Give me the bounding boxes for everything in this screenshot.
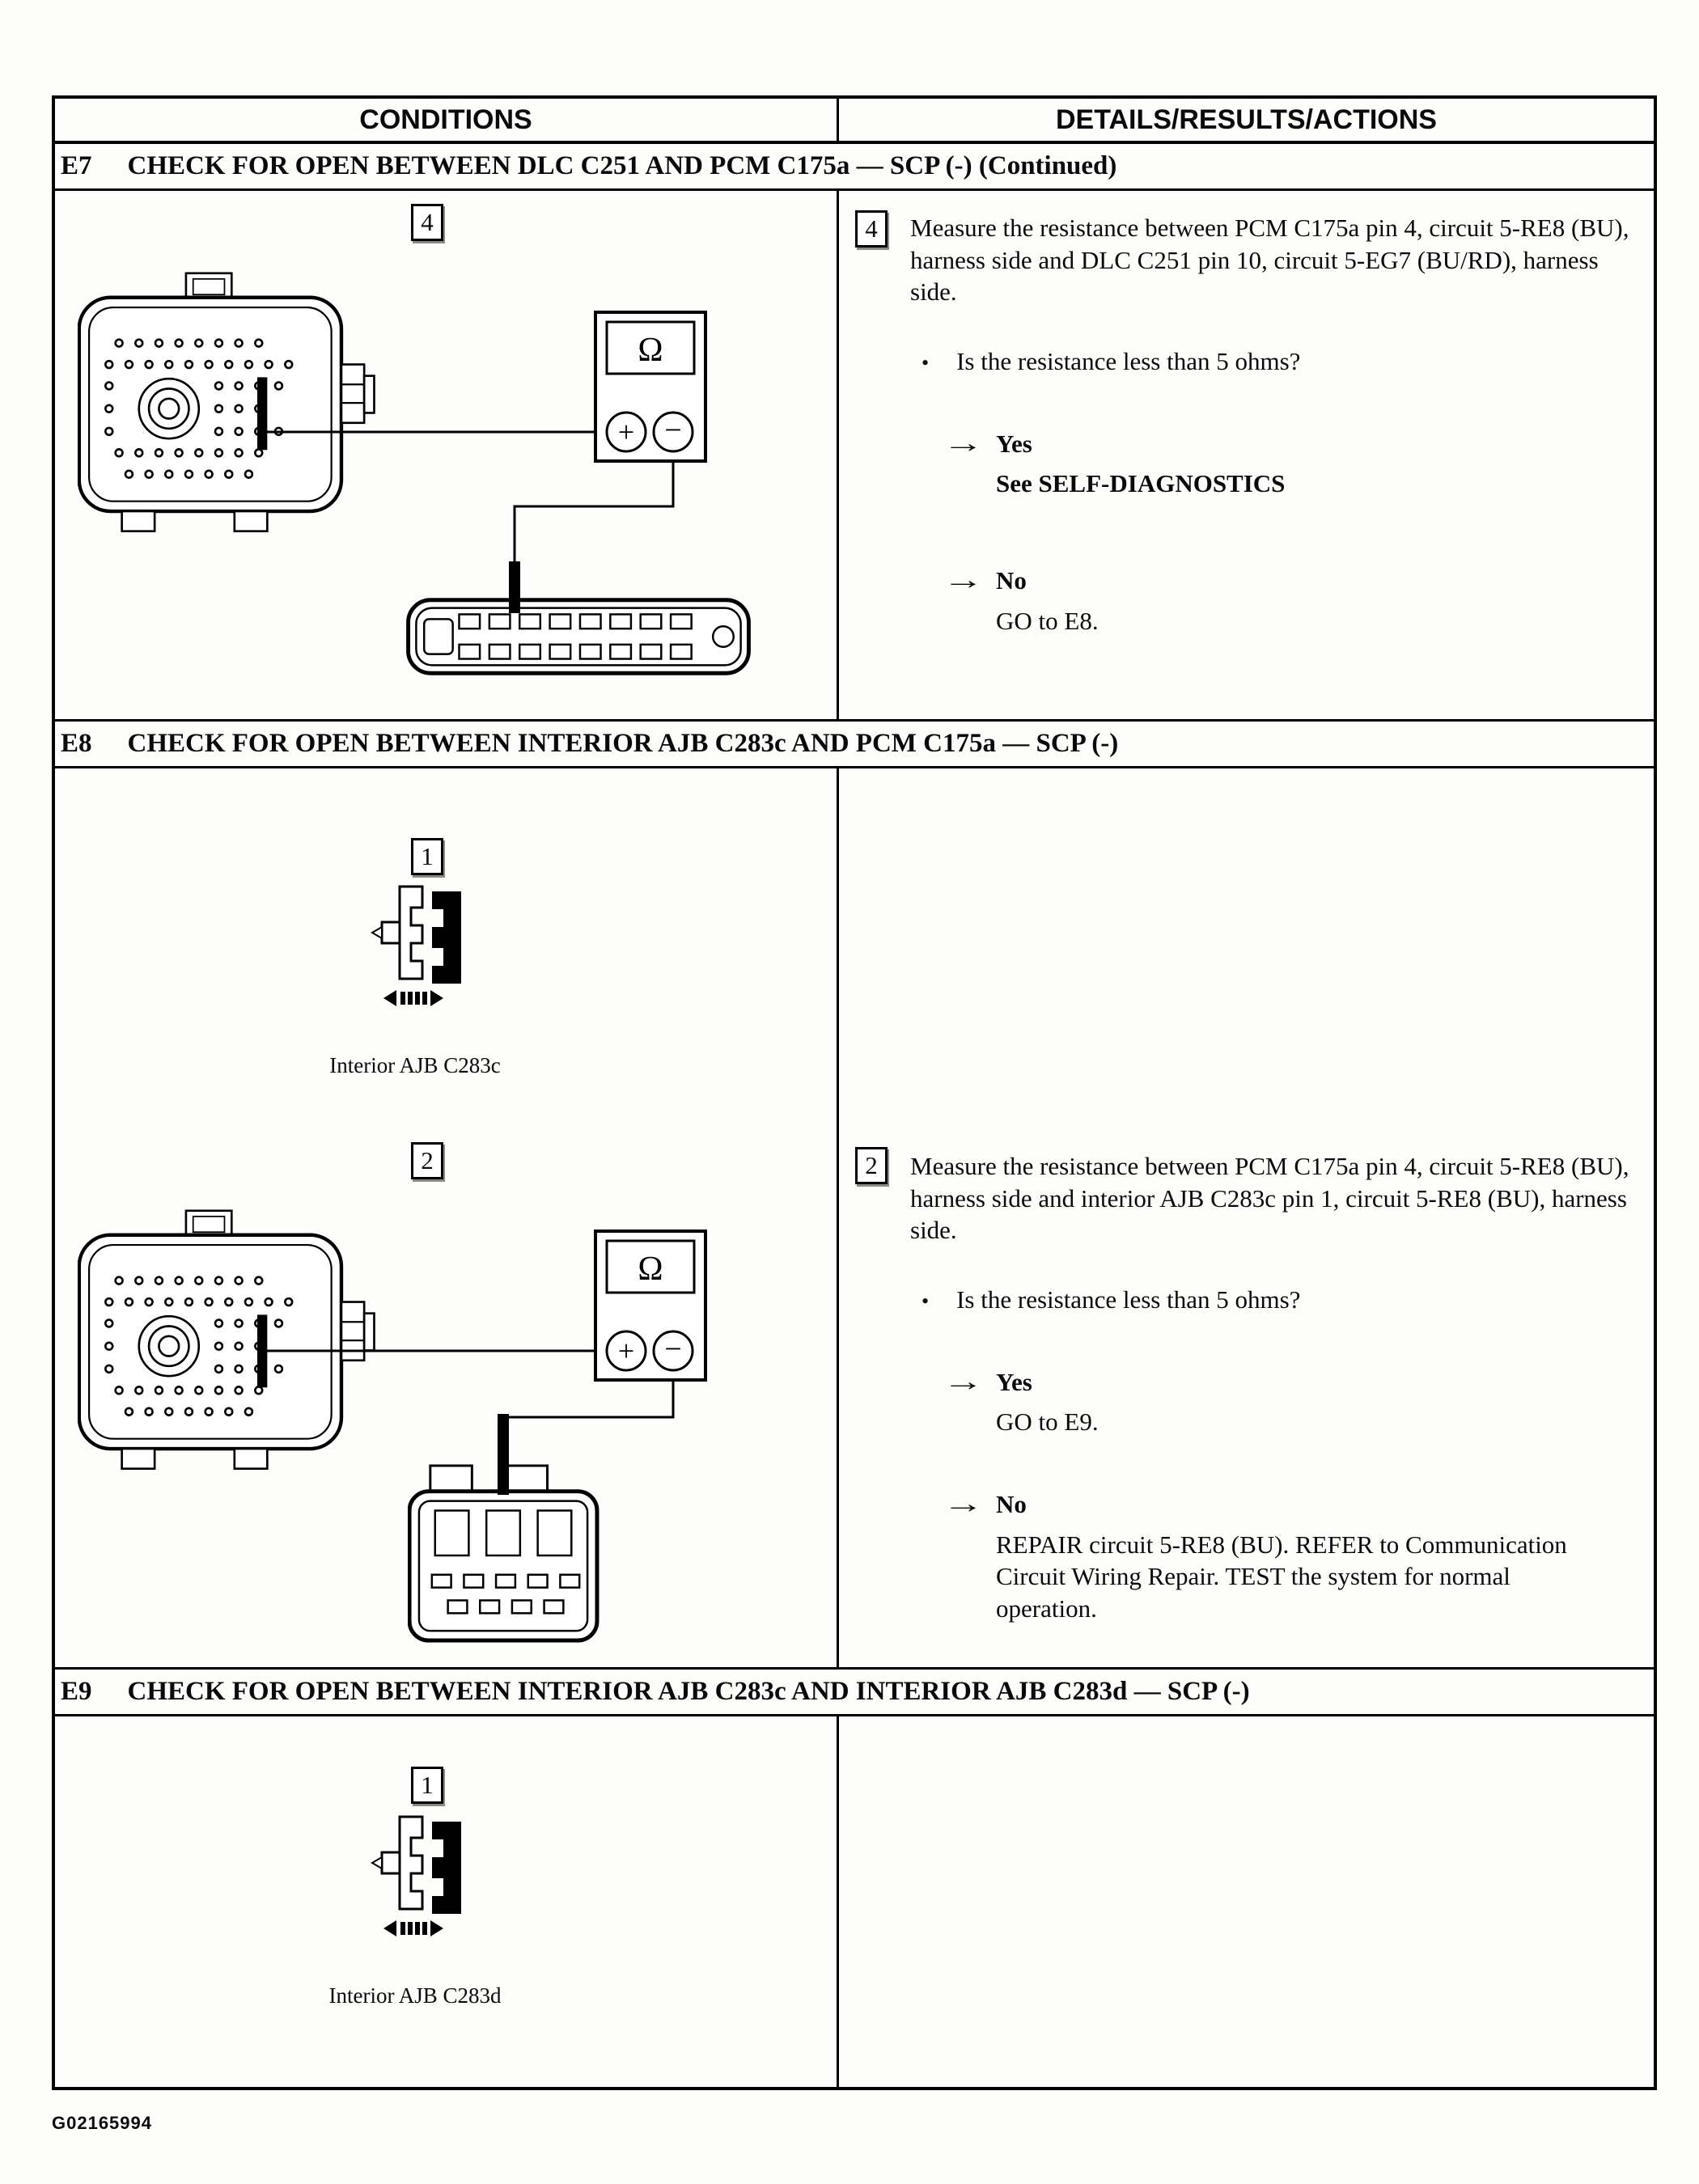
ajb-connector-icon [371,1815,463,1938]
answer-label: No [996,1490,1027,1519]
dlc-connector [409,600,749,673]
section-e7-header: E7 CHECK FOR OPEN BETWEEN DLC C251 AND P… [55,144,1654,191]
question-text: Is the resistance less than 5 ohms? [956,1285,1301,1314]
e8-conditions-cell: 1 Interior AJB C283c 2 [55,768,839,1667]
column-header-conditions: CONDITIONS [55,99,839,141]
ohmmeter [594,1230,707,1382]
result-no: → No REPAIR circuit 5-RE8 (BU). REFER to… [943,1487,1638,1625]
instruction-text: Measure the resistance between PCM C175a… [910,1152,1629,1245]
step-badge: 2 [855,1147,888,1184]
action-text: GO to E9. [996,1407,1099,1437]
e7-test-diagram [55,191,839,722]
probe [509,561,520,613]
arrow-icon: → [943,428,984,459]
e8-actions-content: Measure the resistance between PCM C175a… [910,1150,1638,1625]
meter-lead-wire [513,451,675,599]
section-e7-body: 4 4 Measure the resistance between PCM C… [55,191,1654,722]
arrow-icon: → [943,1489,984,1520]
answer-label: Yes [996,1367,1032,1396]
section-e8-title: CHECK FOR OPEN BETWEEN INTERIOR AJB C283… [127,729,1119,758]
result-yes: → Yes See SELF-DIAGNOSTICS [943,426,1638,500]
bullet-icon: • [922,1289,930,1314]
section-e7-id: E7 [61,151,92,180]
ohmmeter [594,311,707,463]
action-text: GO to E8. [996,606,1099,635]
step-badge: 1 [411,838,443,875]
instruction-text: Measure the resistance between PCM C175a… [910,214,1629,307]
section-e9-title: CHECK FOR OPEN BETWEEN INTERIOR AJB C283… [127,1677,1250,1706]
figure-code: G02165994 [52,2113,152,2133]
probe [498,1414,509,1495]
e7-conditions-cell: 4 [55,191,839,719]
pcm-connector [79,273,375,531]
pinpoint-test-table: CONDITIONS DETAILS/RESULTS/ACTIONS E7 CH… [52,95,1657,2090]
step-badge: 4 [411,204,443,241]
result-no: → No GO to E8. [943,563,1638,637]
step-badge: 1 [411,1767,443,1804]
result-yes: → Yes GO to E9. [943,1365,1638,1438]
table-header-row: CONDITIONS DETAILS/RESULTS/ACTIONS [55,99,1654,144]
e7-details-cell: 4 Measure the resistance between PCM C17… [839,191,1654,719]
bullet-icon: • [922,351,930,375]
e8-test-diagram [55,885,707,1670]
meter-lead-wire [503,1370,675,1419]
section-e7-title: CHECK FOR OPEN BETWEEN DLC C251 AND PCM … [127,151,1117,180]
column-header-details: DETAILS/RESULTS/ACTIONS [1056,104,1437,135]
section-e9-body: 1 Interior AJB C283d [55,1716,1654,2087]
e9-test-diagram [371,1815,463,1938]
step-badge: 4 [855,210,888,248]
question-row: • Is the resistance less than 5 ohms? [922,1284,1638,1316]
question-text: Is the resistance less than 5 ohms? [956,347,1301,376]
question-row: • Is the resistance less than 5 ohms? [922,345,1638,378]
connector-label: Interior AJB C283c [329,1053,501,1077]
section-e9-header: E9 CHECK FOR OPEN BETWEEN INTERIOR AJB C… [55,1670,1654,1716]
action-text: See SELF-DIAGNOSTICS [996,469,1286,498]
section-e8-body: 1 Interior AJB C283c 2 2 Measure the res… [55,768,1654,1670]
section-e8-header: E8 CHECK FOR OPEN BETWEEN INTERIOR AJB C… [55,722,1654,768]
connector-label: Interior AJB C283d [328,1983,502,2008]
ajb-connector-icon [371,885,463,1008]
section-e9-id: E9 [61,1677,92,1706]
answer-label: No [996,566,1027,595]
answer-label: Yes [996,429,1032,458]
action-text: REPAIR circuit 5-RE8 (BU). REFER to Comm… [996,1530,1567,1623]
e8-details-cell: 2 Measure the resistance between PCM C17… [839,768,1654,1667]
pcm-connector [79,1211,375,1469]
e9-conditions-cell: 1 Interior AJB C283d [55,1716,839,2087]
e9-details-cell [839,1716,1654,2087]
e7-actions-content: Measure the resistance between PCM C175a… [910,212,1638,637]
step-badge: 2 [411,1142,443,1179]
arrow-icon: → [943,565,984,596]
arrow-icon: → [943,1366,984,1397]
section-e8-id: E8 [61,729,92,758]
